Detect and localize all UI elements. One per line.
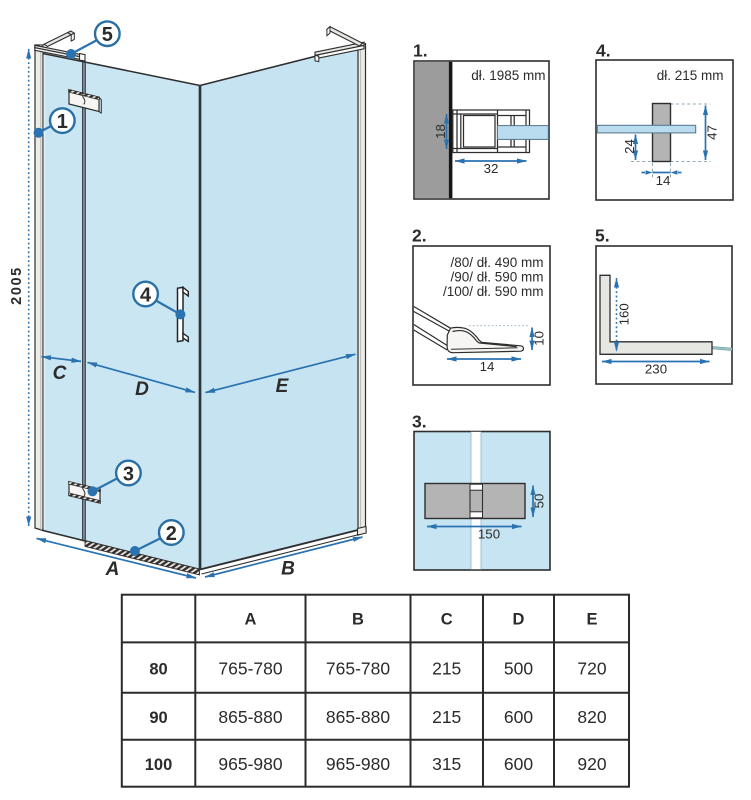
svg-text:150: 150 xyxy=(478,527,500,542)
svg-text:865-880: 865-880 xyxy=(326,707,390,727)
svg-text:2.: 2. xyxy=(412,226,427,246)
svg-text:24: 24 xyxy=(622,139,637,154)
svg-text:600: 600 xyxy=(504,754,533,774)
svg-text:230: 230 xyxy=(645,362,667,377)
svg-text:D: D xyxy=(513,611,525,629)
svg-text:32: 32 xyxy=(484,161,499,176)
svg-text:500: 500 xyxy=(504,658,533,678)
svg-text:B: B xyxy=(281,559,295,580)
svg-text:4.: 4. xyxy=(596,41,611,61)
svg-text:/90/ dł. 590 mm: /90/ dł. 590 mm xyxy=(450,270,543,285)
svg-text:4: 4 xyxy=(140,284,152,306)
svg-text:dł. 215 mm: dł. 215 mm xyxy=(657,68,724,83)
svg-text:A: A xyxy=(245,611,257,629)
svg-text:90: 90 xyxy=(149,709,167,727)
svg-text:1.: 1. xyxy=(413,41,428,61)
svg-text:965-980: 965-980 xyxy=(218,754,282,774)
svg-text:865-880: 865-880 xyxy=(218,707,282,727)
svg-text:315: 315 xyxy=(432,754,461,774)
svg-text:2005: 2005 xyxy=(9,266,25,305)
svg-text:B: B xyxy=(352,611,364,629)
svg-text:100: 100 xyxy=(145,756,173,774)
svg-text:215: 215 xyxy=(432,658,461,678)
svg-text:820: 820 xyxy=(577,707,606,727)
svg-text:C: C xyxy=(53,363,67,384)
svg-text:14: 14 xyxy=(656,173,671,188)
svg-text:18: 18 xyxy=(433,124,448,139)
svg-text:14: 14 xyxy=(480,359,495,374)
svg-text:2: 2 xyxy=(166,523,177,545)
svg-text:5: 5 xyxy=(102,24,113,46)
svg-text:A: A xyxy=(105,559,120,580)
svg-text:E: E xyxy=(276,376,290,397)
svg-text:50: 50 xyxy=(532,494,547,509)
svg-text:/80/ dł. 490 mm: /80/ dł. 490 mm xyxy=(450,255,543,270)
svg-text:765-780: 765-780 xyxy=(218,658,282,678)
svg-text:10: 10 xyxy=(532,331,547,346)
svg-text:160: 160 xyxy=(617,303,632,325)
svg-text:720: 720 xyxy=(577,658,606,678)
svg-text:765-780: 765-780 xyxy=(326,658,390,678)
svg-text:3: 3 xyxy=(123,463,134,485)
svg-text:80: 80 xyxy=(149,660,167,678)
svg-text:3.: 3. xyxy=(412,412,427,432)
svg-text:965-980: 965-980 xyxy=(326,754,390,774)
svg-text:C: C xyxy=(441,611,453,629)
svg-text:D: D xyxy=(135,379,149,400)
svg-text:600: 600 xyxy=(504,707,533,727)
svg-text:920: 920 xyxy=(577,754,606,774)
svg-text:1: 1 xyxy=(57,111,68,133)
svg-text:/100/ dł. 590 mm: /100/ dł. 590 mm xyxy=(443,284,544,299)
svg-text:E: E xyxy=(586,611,597,629)
svg-text:215: 215 xyxy=(432,707,461,727)
svg-text:5.: 5. xyxy=(595,226,610,246)
svg-text:47: 47 xyxy=(704,125,719,140)
svg-text:dł. 1985 mm: dł. 1985 mm xyxy=(471,68,545,83)
